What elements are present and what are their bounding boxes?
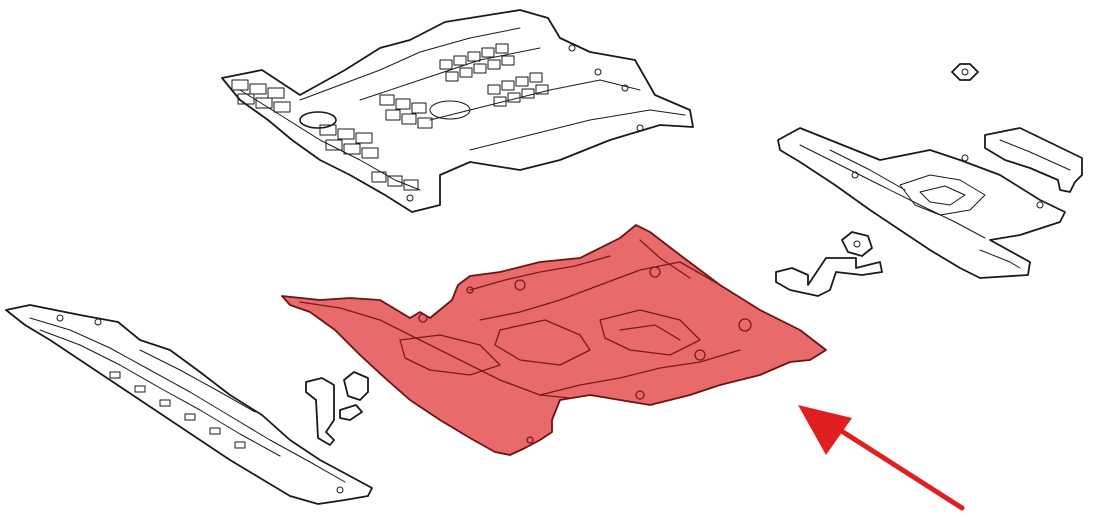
center-underbody-panel [281, 224, 827, 456]
right-bracket-z [775, 231, 883, 297]
small-clip-top-right [951, 63, 979, 81]
right-bracket [984, 127, 1083, 193]
left-side-rail [5, 304, 373, 505]
upper-floor-panel [221, 9, 694, 213]
left-bracket [305, 371, 369, 446]
highlighted-panel-shape [281, 224, 827, 456]
right-rear-panel [777, 127, 1066, 279]
pointer-arrow [798, 405, 965, 511]
